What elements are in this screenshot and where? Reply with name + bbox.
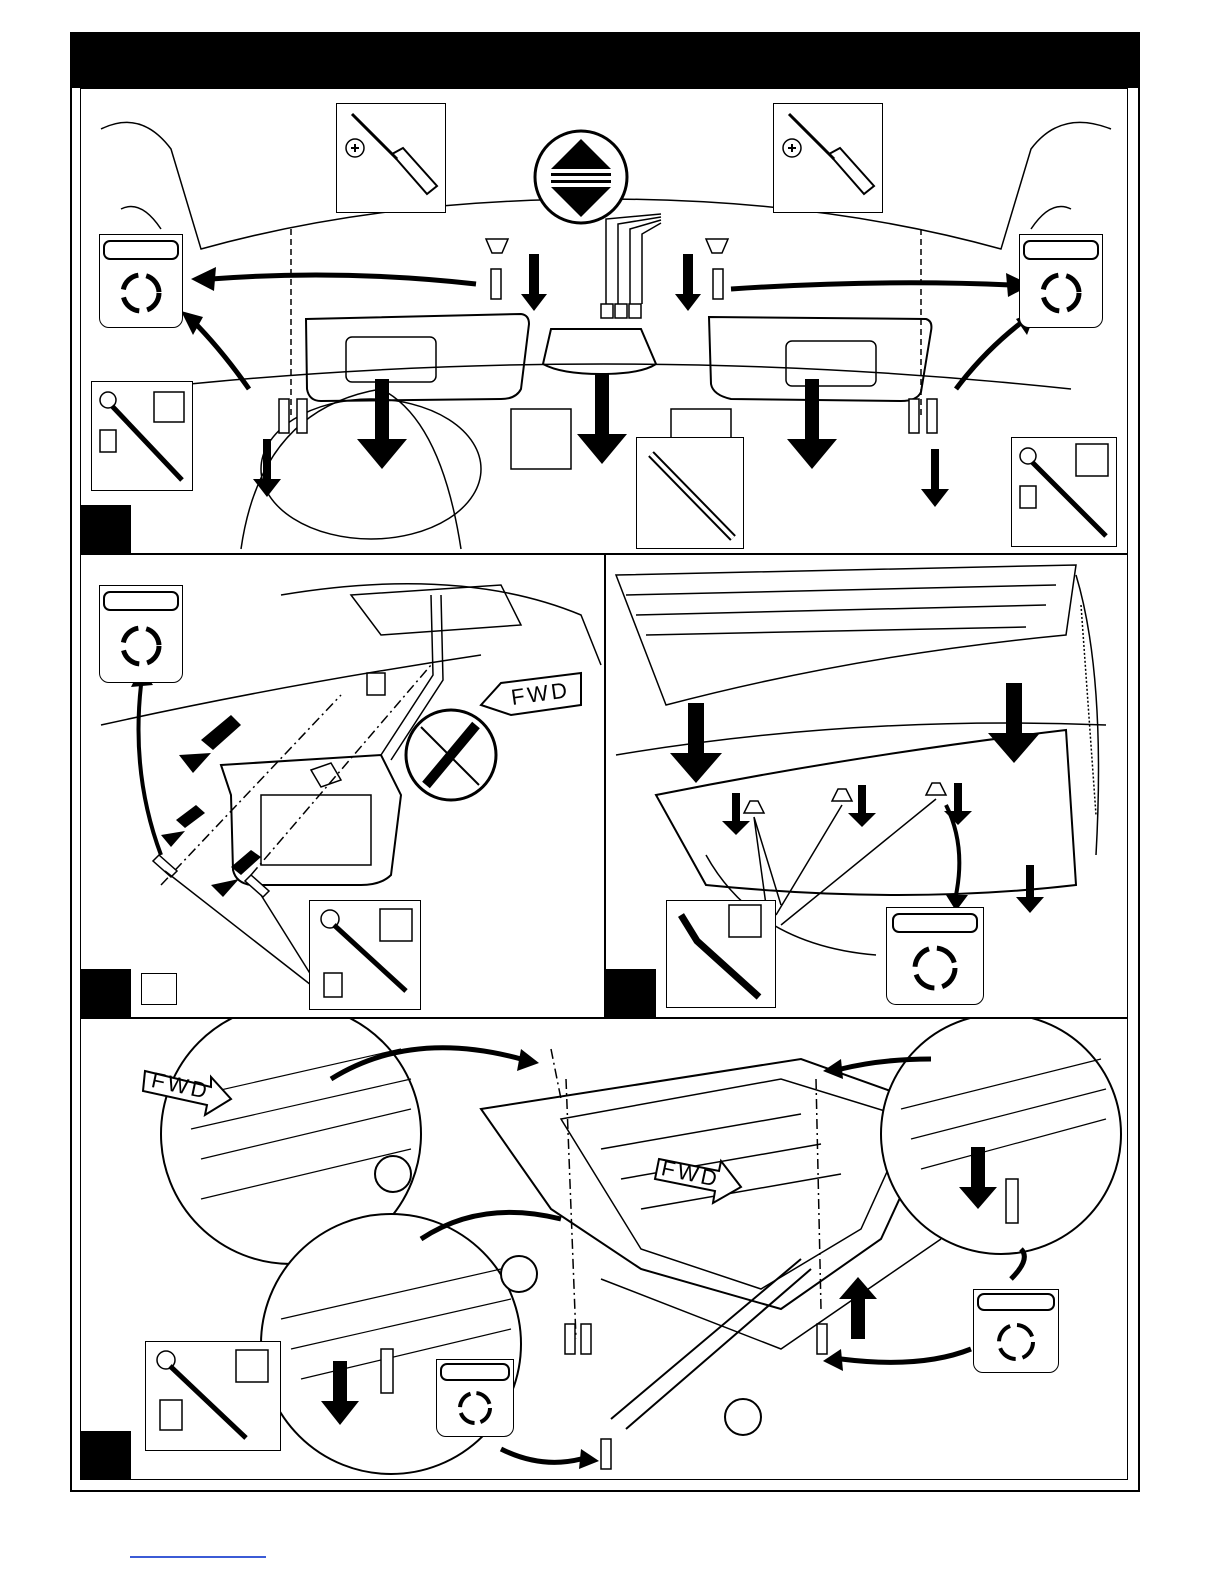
ratchet-socket-icon (309, 900, 421, 1010)
trim-tool-icon (636, 437, 744, 549)
footer-link[interactable] (130, 1556, 266, 1558)
title-bar (70, 32, 1140, 88)
step-tab-1 (81, 505, 131, 554)
phillips-screwdriver-icon (773, 103, 883, 213)
recycle-bin-icon (99, 585, 183, 683)
step-tab-2 (81, 969, 131, 1018)
callout-circle (375, 1156, 411, 1192)
panel-2-dome-light: FWD (80, 554, 605, 1018)
step-note-box (141, 973, 177, 1005)
detail-magnifier-3 (881, 1019, 1121, 1254)
phillips-screwdriver-icon (336, 103, 446, 213)
ratchet-socket-icon (91, 381, 193, 491)
recycle-bin-icon (436, 1359, 514, 1437)
panel-1-sun-visors (80, 88, 1128, 554)
panel-4-sunroof-frame: FWD FWD (80, 1018, 1128, 1480)
removal-arrow-icon (670, 683, 1044, 913)
up-down-arrows-icon (535, 131, 627, 223)
callout-circle (501, 1256, 537, 1292)
diagonal-arrows-icon (406, 710, 496, 800)
removal-arrow-icon (253, 254, 949, 507)
recycle-bin-icon (99, 234, 183, 328)
panel-1-illustration (81, 89, 1128, 554)
panel-3-rear-headliner (605, 554, 1128, 1018)
recycle-bin-icon (886, 907, 984, 1005)
recycle-bin-icon (973, 1289, 1059, 1373)
step-tab-3 (606, 969, 656, 1018)
ratchet-socket-icon (1011, 437, 1117, 547)
clip-icons (744, 783, 946, 813)
ratchet-socket-icon (145, 1341, 281, 1451)
step-tab-4 (81, 1431, 131, 1480)
recycle-bin-icon (1019, 234, 1103, 328)
trim-tool-icon (666, 900, 776, 1008)
callout-circle (725, 1399, 761, 1435)
